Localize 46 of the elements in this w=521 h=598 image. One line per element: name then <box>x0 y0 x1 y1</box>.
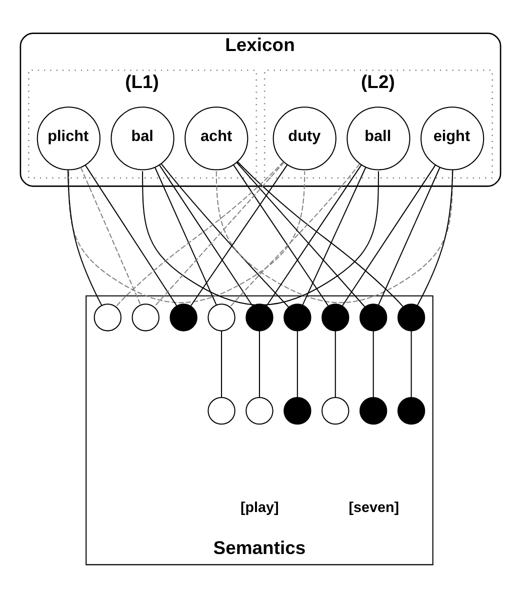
connector <box>417 170 454 306</box>
node-circle <box>322 396 350 425</box>
connector <box>342 164 436 306</box>
connector <box>68 170 102 306</box>
node-circle <box>208 396 236 425</box>
connector <box>378 167 440 306</box>
node-circle <box>170 304 198 332</box>
node-circle <box>132 304 160 332</box>
connector <box>68 171 306 304</box>
node-circle <box>397 396 426 425</box>
connector <box>221 330 222 398</box>
connector <box>410 330 412 398</box>
connector <box>233 164 329 306</box>
connector <box>216 171 453 304</box>
connector <box>190 164 288 306</box>
node-circle: acht <box>184 106 248 170</box>
node-circle: plicht <box>36 106 100 170</box>
node-circle <box>284 396 312 425</box>
node-circle: ball <box>346 106 410 170</box>
connector <box>372 330 374 398</box>
connector <box>159 164 253 306</box>
connector <box>237 161 404 307</box>
label: [seven] <box>348 500 400 516</box>
node-circle <box>360 304 388 332</box>
label: [play] <box>240 500 279 516</box>
connector <box>116 161 284 307</box>
node-circle <box>284 304 312 332</box>
node-circle <box>246 304 274 332</box>
node-circle: bal <box>110 106 174 170</box>
node-circle <box>397 304 426 332</box>
node-circle: duty <box>272 106 336 170</box>
node-circle <box>360 396 388 425</box>
connector <box>154 167 217 306</box>
connector <box>334 330 336 398</box>
node-circle <box>246 396 274 425</box>
node-circle <box>208 304 236 332</box>
node-circle: eight <box>420 106 484 170</box>
connector <box>142 171 379 306</box>
node-circle <box>94 304 122 332</box>
connector <box>80 167 142 306</box>
connector <box>84 164 178 306</box>
connector <box>296 330 298 398</box>
node-circle <box>322 304 350 332</box>
connector <box>258 330 260 398</box>
connector <box>266 164 362 306</box>
connector <box>302 166 366 306</box>
